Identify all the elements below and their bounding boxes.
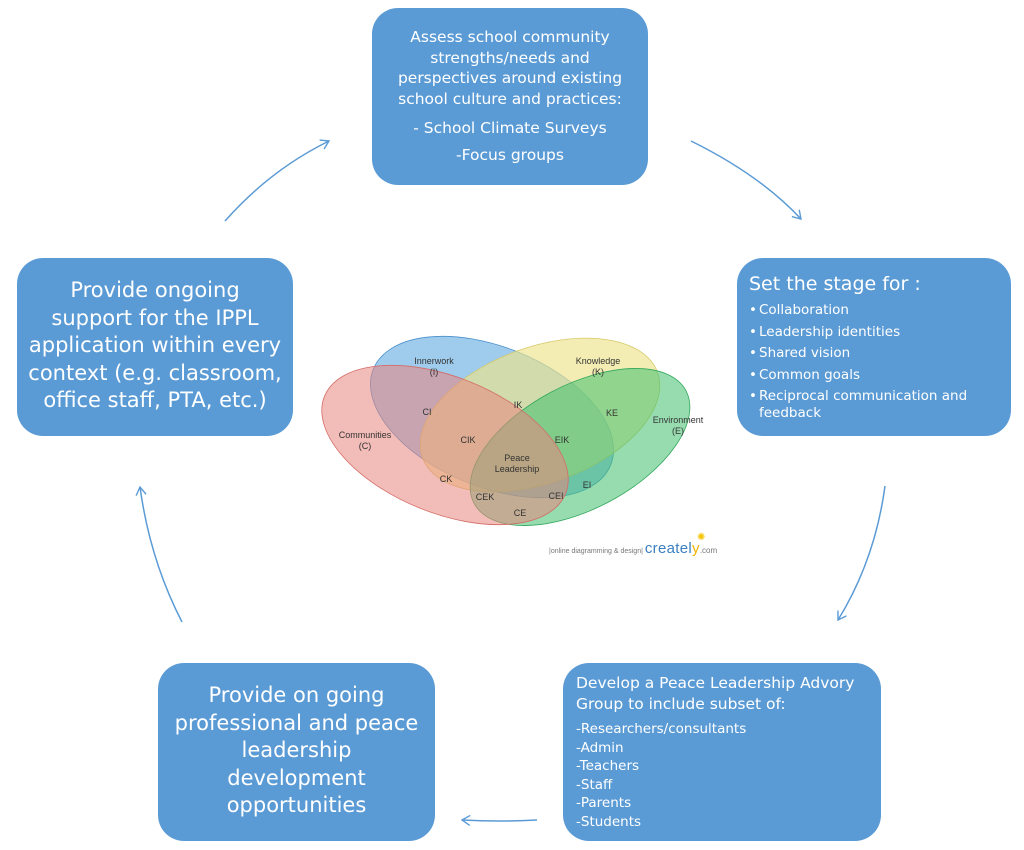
arrow-support-to-assess <box>224 139 331 222</box>
venn-label-innerwork: Innerwork <box>414 356 454 366</box>
step-assess-sub-item: - School Climate Surveys <box>413 119 607 137</box>
venn-label-communities-abbr: (C) <box>359 441 372 451</box>
venn-region-ei: EI <box>583 480 592 490</box>
advisory-member-item: -Parents <box>576 795 632 811</box>
venn-region-eik: EIK <box>555 435 570 445</box>
advisory-member-item: -Admin <box>576 739 624 756</box>
step-development-line: opportunities <box>226 793 367 817</box>
venn-label-knowledge: Knowledge <box>576 356 621 366</box>
venn-region-ke: KE <box>606 408 618 418</box>
step-development-line: Provide on going <box>208 683 385 707</box>
step-development-line: development <box>227 765 366 790</box>
step-development-line: professional and peace <box>174 710 419 735</box>
bullet-item: Common goals <box>749 365 1011 387</box>
venn-region-ck: CK <box>440 474 453 484</box>
venn-region-ik: IK <box>514 400 523 410</box>
bullet-item: Reciprocal communication and feedback <box>749 386 1011 422</box>
step-ongoing-support-line: office staff, PTA, etc.) <box>43 388 267 412</box>
step-assess-line: perspectives around existing <box>397 69 623 87</box>
venn-label-communities: Communities <box>339 430 392 440</box>
arrow-assess-to-set-stage <box>690 140 802 220</box>
advisory-member-item: -Teachers <box>576 758 640 774</box>
step-assess-sub-item: -Focus groups <box>456 146 564 164</box>
step-assess-line: school culture and practices: <box>398 89 622 108</box>
venn-center-label-line2: Leadership <box>495 464 540 474</box>
step-assess-line: strengths/needs and <box>430 48 590 67</box>
step-set-stage-list: Collaboration Leadership identities Shar… <box>749 300 1011 422</box>
step-set-stage-heading: Set the stage for : <box>749 273 921 295</box>
creately-watermark: |online diagramming & design| creately.c… <box>549 540 717 557</box>
advisory-member-item: -Students <box>576 813 642 830</box>
step-ongoing-support-box: Provide ongoing support for the IPPL app… <box>17 258 293 436</box>
step-ongoing-support-line: Provide ongoing <box>70 278 240 302</box>
venn-region-ci: CI <box>423 407 432 417</box>
venn-region-cei: CEI <box>548 491 563 501</box>
bullet-item: Leadership identities <box>749 322 1011 344</box>
venn-set-communities <box>321 364 569 526</box>
advisory-member-item: -Researchers/consultants <box>576 721 747 737</box>
step-development-line: leadership <box>241 738 352 762</box>
step-ongoing-support-line: support for the IPPL <box>51 305 259 330</box>
step-advisory-group-box: Develop a Peace Leadership Advory Group … <box>563 663 881 841</box>
watermark-prefix: |online diagramming & design| <box>549 548 643 555</box>
venn-region-cek: CEK <box>476 492 495 502</box>
arrow-development-to-support <box>135 485 183 623</box>
watermark-suffix: .com <box>699 546 718 555</box>
venn-label-environment-abbr: (E) <box>672 426 684 436</box>
step-ongoing-support-line: context (e.g. classroom, <box>28 360 282 385</box>
step-assess-box: Assess school community strengths/needs … <box>372 8 648 185</box>
step-advisory-group-heading: Develop a Peace Leadership Advory Group … <box>576 674 855 713</box>
advisory-member-item: -Staff <box>576 776 613 793</box>
venn-region-ce: CE <box>514 508 527 518</box>
venn-diagram: Innerwork (I) Knowledge (K) Environment … <box>321 335 704 526</box>
venn-center-label-line1: Peace <box>504 453 530 463</box>
step-set-stage-box: Set the stage for : Collaboration Leader… <box>737 258 1011 436</box>
sun-icon: ✺ <box>697 532 706 543</box>
arrow-advisory-to-development <box>460 814 538 826</box>
arrow-set-stage-to-advisory <box>837 485 886 622</box>
venn-region-cik: CIK <box>460 435 475 445</box>
step-ongoing-support-line: application within every <box>28 333 282 357</box>
bullet-item: Collaboration <box>749 300 1011 322</box>
creately-logo: creately <box>644 540 700 557</box>
step-development-box: Provide on going professional and peace … <box>158 663 435 841</box>
bullet-item: Shared vision <box>749 343 1011 365</box>
venn-label-innerwork-abbr: (I) <box>430 367 439 377</box>
venn-label-knowledge-abbr: (K) <box>592 367 604 377</box>
venn-label-environment: Environment <box>653 415 704 425</box>
step-assess-line: Assess school community <box>410 28 610 46</box>
